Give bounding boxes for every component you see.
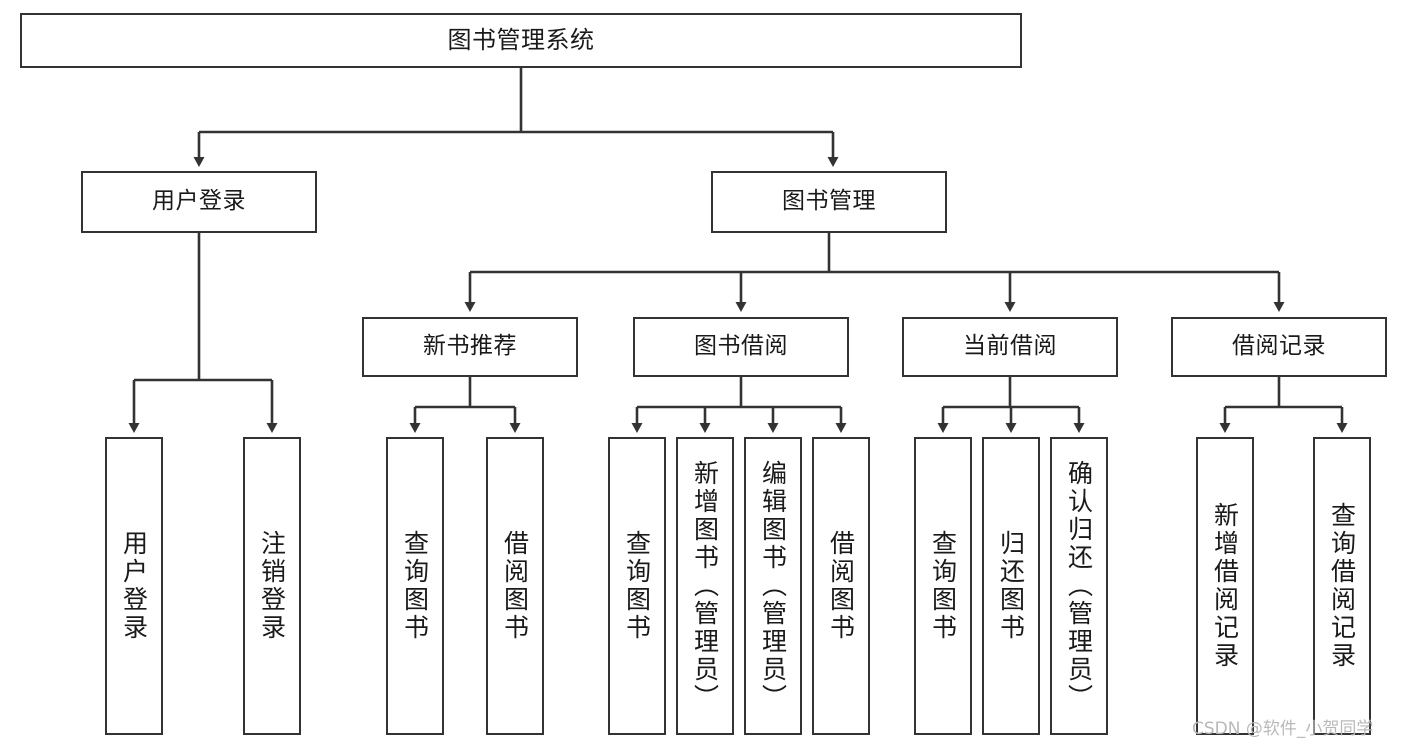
node-root-label: 图书管理系统 <box>447 26 595 55</box>
leaf-user-login[interactable]: 用户登录 <box>105 437 163 735</box>
node-new-book-recommend-label: 新书推荐 <box>423 333 517 360</box>
leaf-user-login-label: 用户登录 <box>119 530 149 642</box>
node-book-borrow[interactable]: 图书借阅 <box>633 317 849 377</box>
leaf-edit-book-admin[interactable]: 编辑图书（管理员） <box>744 437 802 735</box>
node-book-borrow-label: 图书借阅 <box>694 333 788 360</box>
leaf-return-book[interactable]: 归还图书 <box>982 437 1040 735</box>
leaf-confirm-return-admin[interactable]: 确认归还（管理员） <box>1050 437 1108 735</box>
leaf-query-book-borrow-label: 查询图书 <box>622 530 652 642</box>
leaf-add-book-admin-label: 新增图书（管理员） <box>690 460 720 712</box>
leaf-add-borrow-record-label: 新增借阅记录 <box>1210 502 1240 670</box>
leaf-borrow-book-recommend-label: 借阅图书 <box>500 530 530 642</box>
leaf-query-book-borrow[interactable]: 查询图书 <box>608 437 666 735</box>
leaf-borrow-book[interactable]: 借阅图书 <box>812 437 870 735</box>
leaf-add-borrow-record[interactable]: 新增借阅记录 <box>1196 437 1254 735</box>
node-book-management[interactable]: 图书管理 <box>711 171 947 233</box>
node-borrow-record-label: 借阅记录 <box>1232 333 1326 360</box>
node-user-login[interactable]: 用户登录 <box>81 171 317 233</box>
leaf-borrow-book-label: 借阅图书 <box>826 530 856 642</box>
csdn-watermark: CSDN @软件_小贺同学 <box>1192 719 1374 739</box>
leaf-edit-book-admin-label: 编辑图书（管理员） <box>758 460 788 712</box>
leaf-query-book-recommend-label: 查询图书 <box>400 530 430 642</box>
leaf-borrow-book-recommend[interactable]: 借阅图书 <box>486 437 544 735</box>
leaf-query-book-current[interactable]: 查询图书 <box>914 437 972 735</box>
node-user-login-label: 用户登录 <box>152 188 246 215</box>
leaf-logout-label: 注销登录 <box>257 530 287 642</box>
leaf-query-book-current-label: 查询图书 <box>928 530 958 642</box>
leaf-return-book-label: 归还图书 <box>996 530 1026 642</box>
leaf-confirm-return-admin-label: 确认归还（管理员） <box>1064 460 1094 712</box>
node-current-borrow-label: 当前借阅 <box>963 333 1057 360</box>
node-current-borrow[interactable]: 当前借阅 <box>902 317 1118 377</box>
node-root[interactable]: 图书管理系统 <box>20 13 1022 68</box>
leaf-query-book-recommend[interactable]: 查询图书 <box>386 437 444 735</box>
leaf-add-book-admin[interactable]: 新增图书（管理员） <box>676 437 734 735</box>
leaf-logout[interactable]: 注销登录 <box>243 437 301 735</box>
node-book-management-label: 图书管理 <box>782 188 876 215</box>
node-borrow-record[interactable]: 借阅记录 <box>1171 317 1387 377</box>
leaf-query-borrow-record-label: 查询借阅记录 <box>1327 502 1357 670</box>
node-new-book-recommend[interactable]: 新书推荐 <box>362 317 578 377</box>
leaf-query-borrow-record[interactable]: 查询借阅记录 <box>1313 437 1371 735</box>
